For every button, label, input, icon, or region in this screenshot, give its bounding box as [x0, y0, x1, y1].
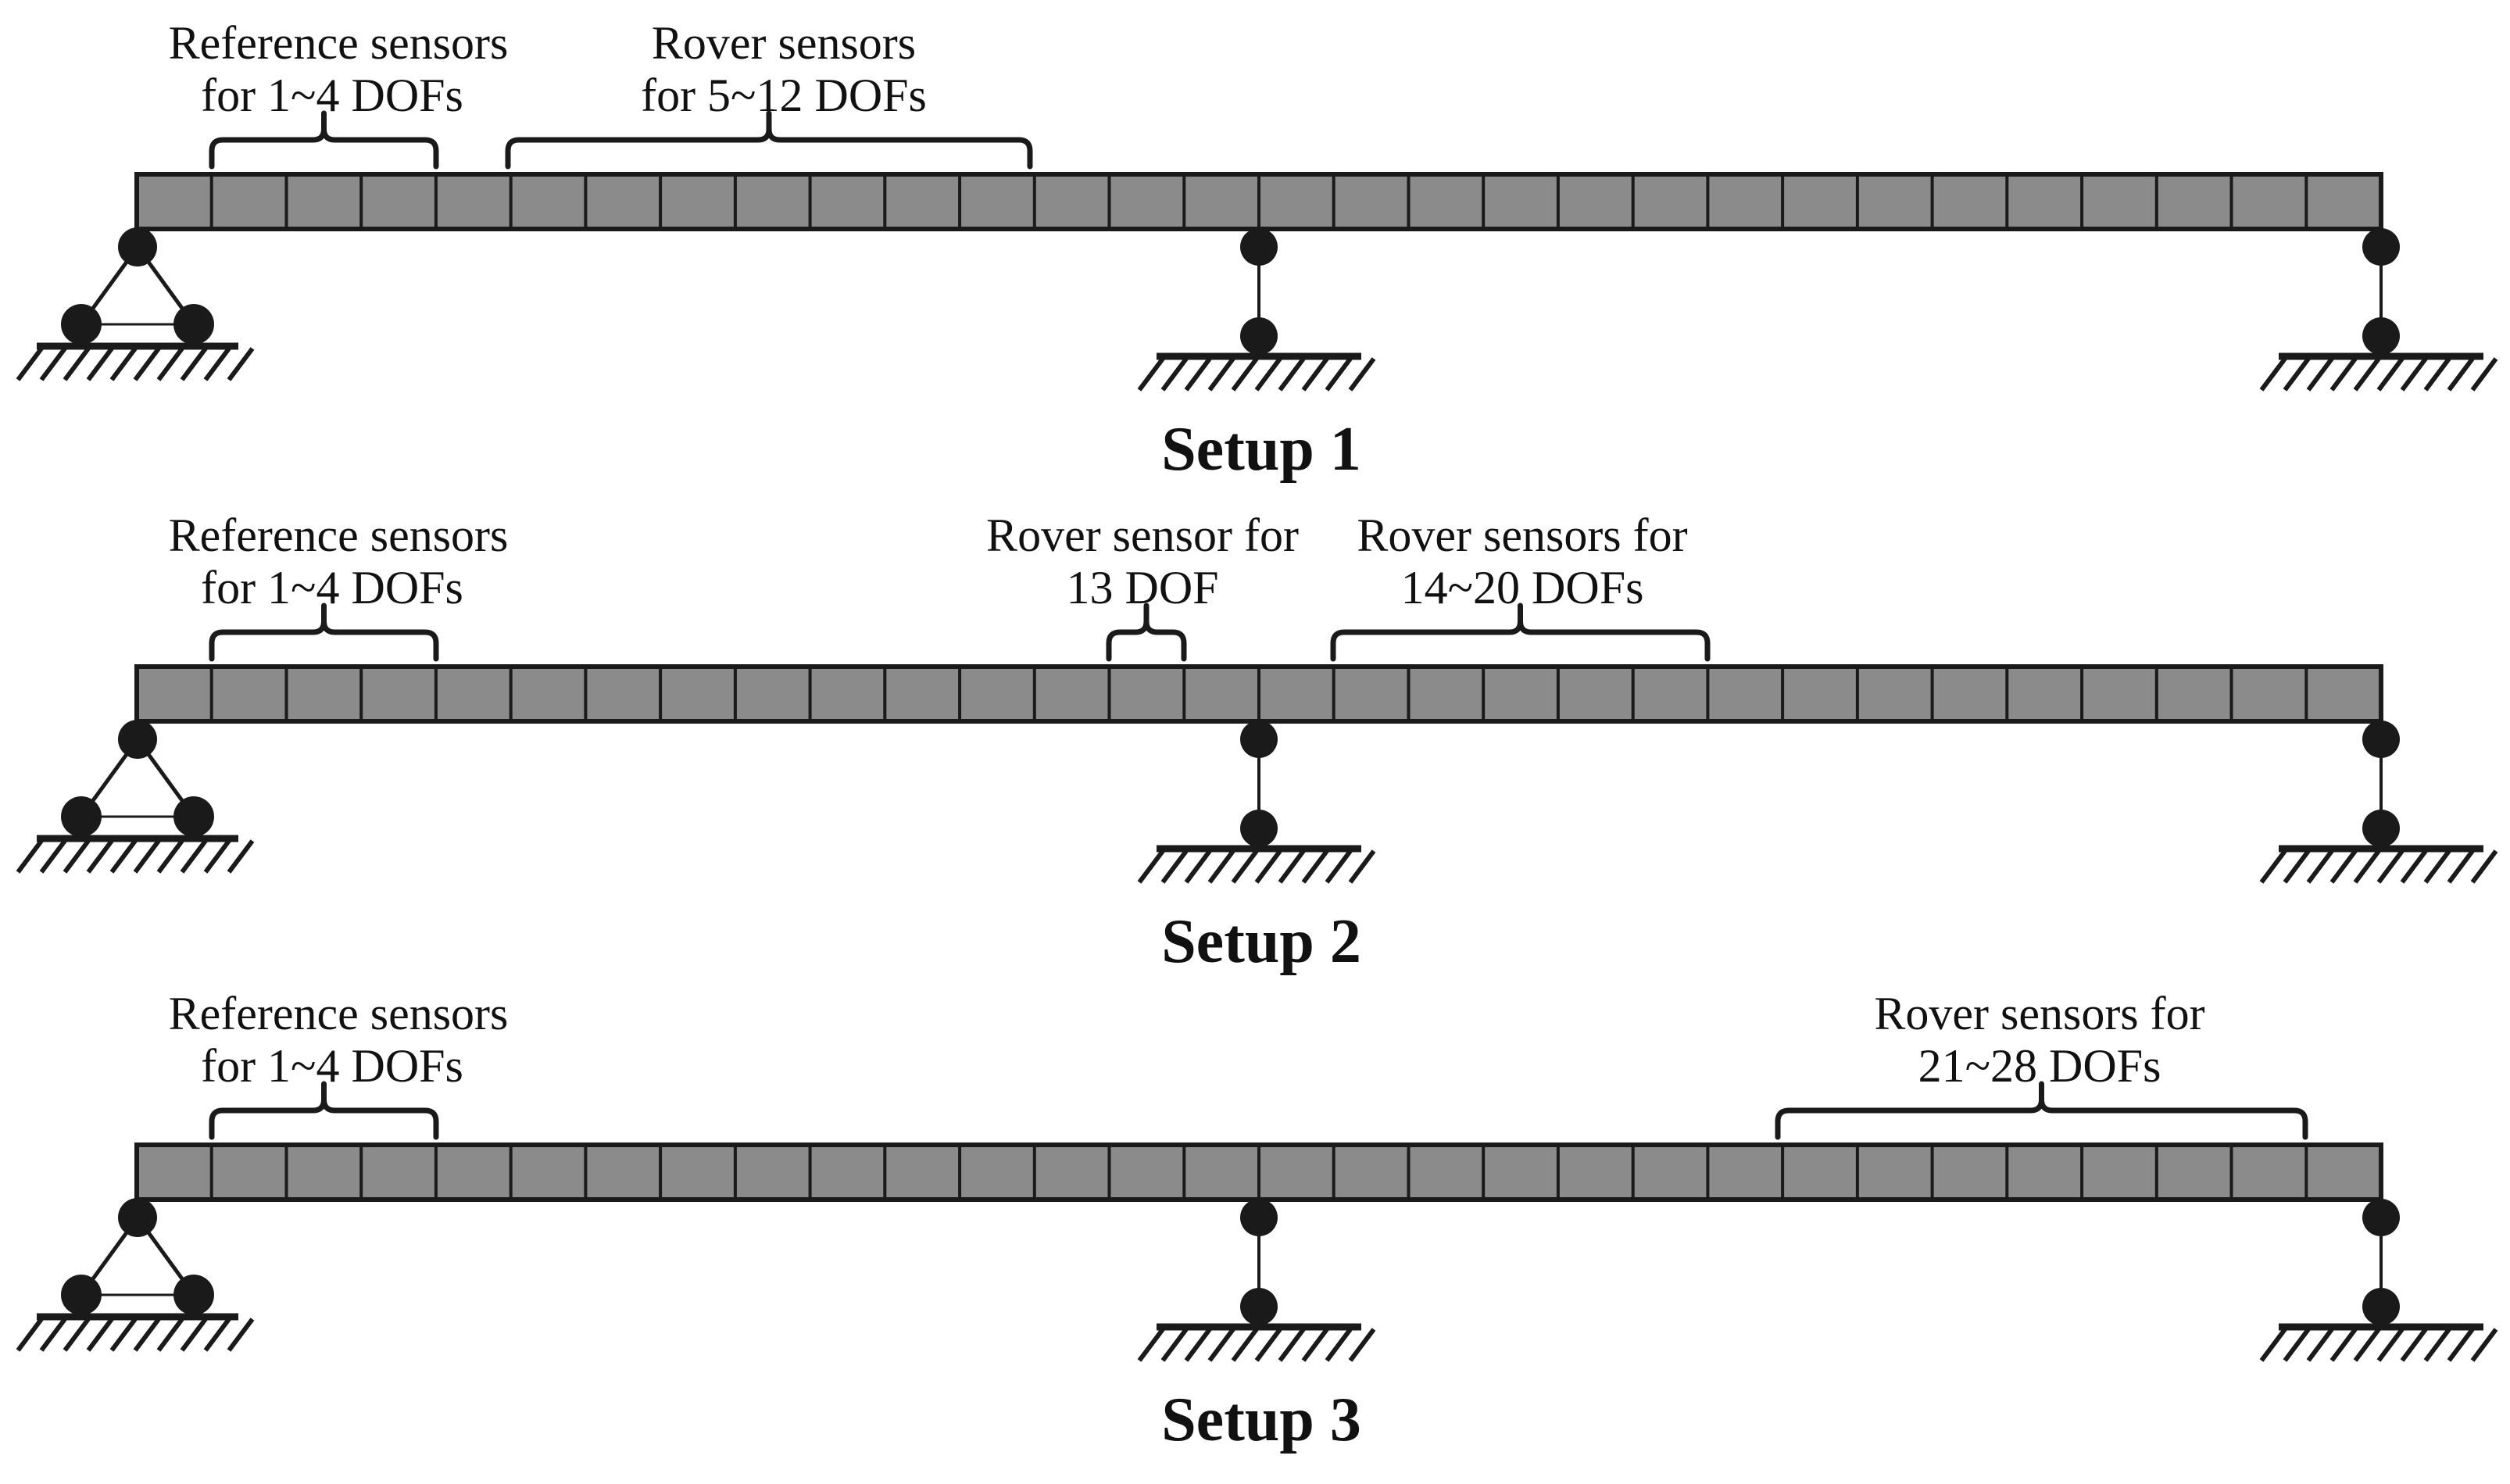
annotation-label: Reference sensors	[169, 17, 509, 69]
pin-support-left	[18, 1198, 252, 1350]
pin-support-left	[18, 227, 252, 380]
roller-support-middle	[1139, 721, 1374, 882]
setup-title: Setup 1	[1161, 415, 1361, 484]
beam	[137, 667, 2381, 721]
annotation-label: Rover sensors	[652, 17, 916, 69]
annotation-label: for 1~4 DOFs	[201, 1040, 463, 1092]
setup-2-diagram: Reference sensors for 1~4 DOFs Rover sen…	[18, 510, 2496, 976]
setup-3-diagram: Reference sensors for 1~4 DOFs Rover sen…	[18, 988, 2496, 1454]
setup-title: Setup 2	[1161, 907, 1361, 976]
rover-sensors-brace	[505, 110, 1033, 170]
rover-sensor-13-brace	[1106, 603, 1187, 662]
annotation-label: Rover sensors for	[1357, 510, 1687, 561]
roller-support-right	[2262, 228, 2496, 390]
annotation-label: 13 DOF	[1066, 562, 1218, 613]
annotation-label: Reference sensors	[169, 988, 509, 1039]
annotation-label: 21~28 DOFs	[1918, 1040, 2161, 1092]
setup-1-diagram: Reference sensors for 1~4 DOFs Rover sen…	[18, 17, 2496, 484]
roller-support-middle	[1139, 228, 1374, 390]
annotation-label: 14~20 DOFs	[1401, 562, 1644, 613]
annotation-label: Reference sensors	[169, 510, 509, 561]
pin-support-left	[18, 720, 252, 872]
annotation-label: for 5~12 DOFs	[641, 70, 927, 121]
reference-sensors-brace	[209, 110, 439, 170]
beam	[137, 174, 2381, 229]
annotation-label: Rover sensors for	[1874, 988, 2204, 1039]
setup-title: Setup 3	[1161, 1386, 1361, 1454]
beam	[137, 1145, 2381, 1200]
roller-support-middle	[1139, 1199, 1374, 1361]
annotation-label: for 1~4 DOFs	[201, 562, 463, 613]
roller-support-right	[2262, 1199, 2496, 1361]
annotation-label: for 1~4 DOFs	[201, 70, 463, 121]
annotation-label: Rover sensor for	[986, 510, 1299, 561]
reference-sensors-brace	[209, 1081, 439, 1140]
rover-sensors-brace	[1330, 603, 1711, 662]
roller-support-right	[2262, 721, 2496, 882]
rover-sensors-brace	[1775, 1081, 2308, 1140]
reference-sensors-brace	[209, 603, 439, 662]
